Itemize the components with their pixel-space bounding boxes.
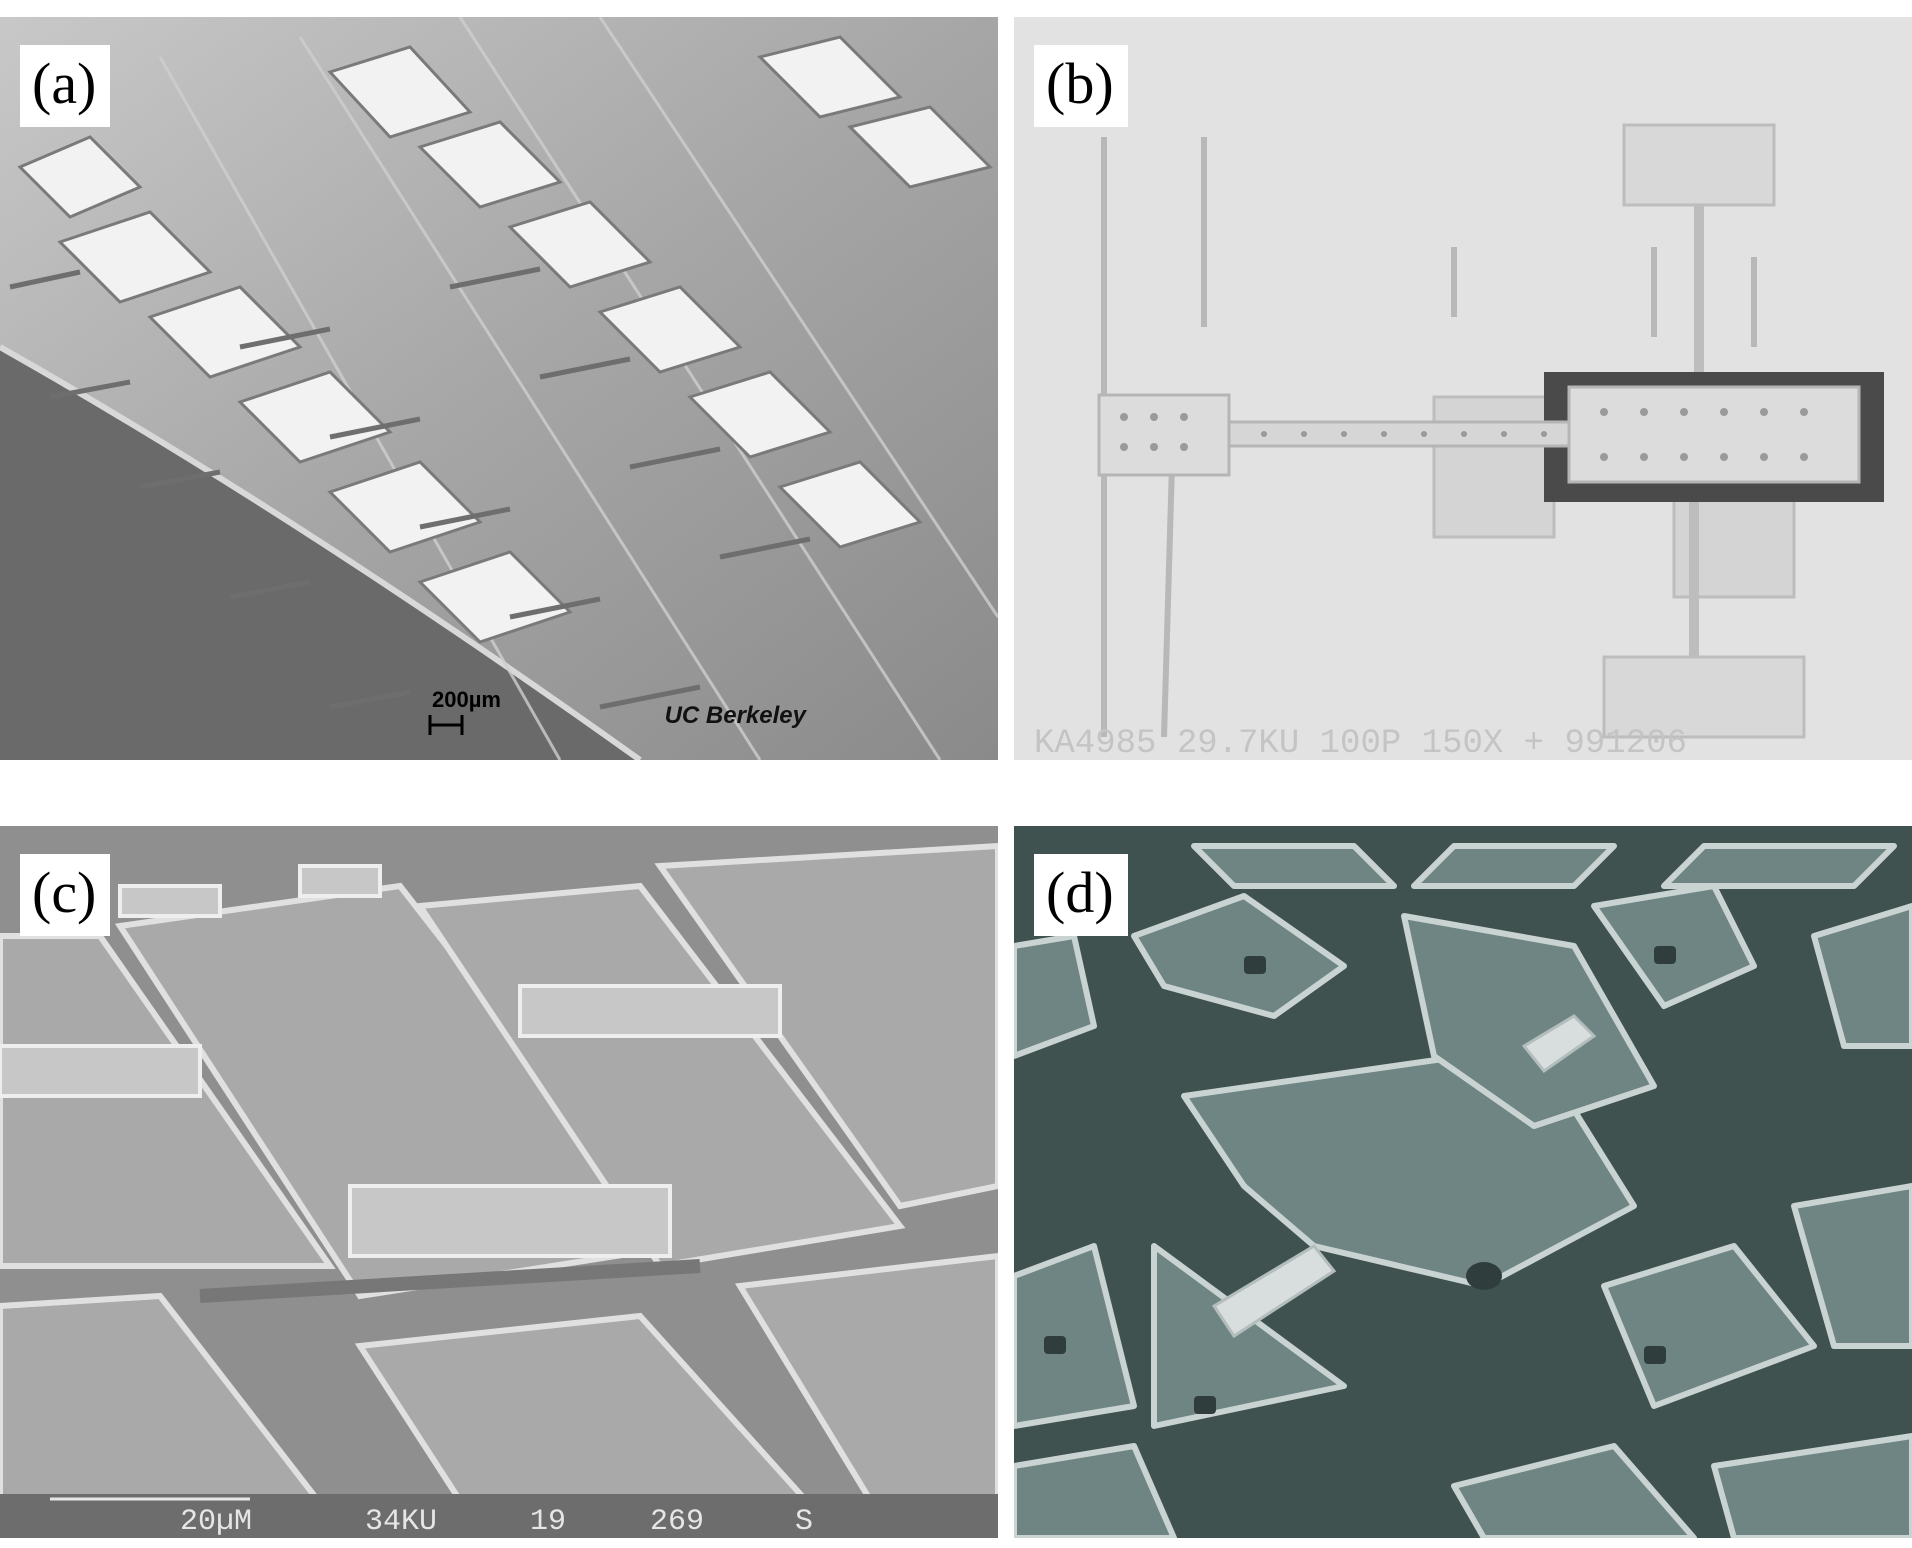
panel-a-image: 200µm UC Berkeley (a) <box>0 17 998 760</box>
panel-d-image: (d) <box>1014 826 1912 1538</box>
sem-footer-field-2: 269 <box>650 1505 704 1538</box>
sem-micrograph-d <box>1014 826 1912 1538</box>
sem-footer-scale: 20µM <box>180 1505 252 1538</box>
sem-footer-field-3: S <box>795 1505 813 1538</box>
panel-b-image: KA4985 29.7KU 100P 150X + 991206 (b) <box>1014 17 1912 760</box>
panel-label-b: (b) <box>1034 45 1128 127</box>
panel-label-a: (a) <box>20 45 111 127</box>
panel-c-image: 20µM 34KU 19 269 S (c) <box>0 826 998 1538</box>
panel-label-c: (c) <box>20 854 111 936</box>
scale-bar-label: 200µm <box>432 687 501 712</box>
sem-micrograph-c: 20µM 34KU 19 269 S <box>0 826 998 1538</box>
sem-info-text: KA4985 29.7KU 100P 150X + 991206 <box>1034 725 1687 760</box>
sem-footer-kv: 34KU <box>365 1505 437 1538</box>
sem-footer: 20µM 34KU 19 269 S <box>180 1505 813 1538</box>
sem-micrograph-a: 200µm UC Berkeley <box>0 17 998 760</box>
sem-footer-field-1: 19 <box>530 1505 566 1538</box>
sem-micrograph-b: KA4985 29.7KU 100P 150X + 991206 <box>1014 17 1912 760</box>
panel-label-d: (d) <box>1034 854 1128 936</box>
scale-bar <box>428 715 464 735</box>
credit-text: UC Berkeley <box>665 702 808 729</box>
